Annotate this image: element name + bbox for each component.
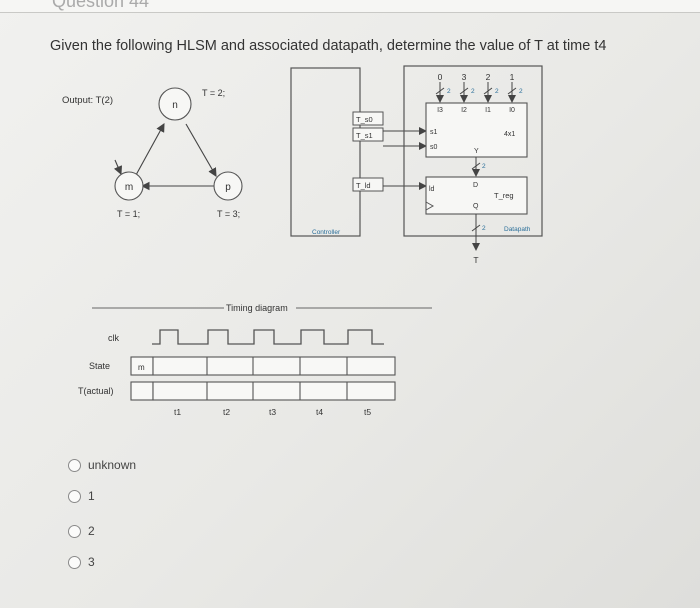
tactual-row <box>152 381 396 401</box>
reg-name: T_reg <box>494 191 514 200</box>
state-n-circle <box>158 87 192 121</box>
bus-slash-i1 <box>483 87 493 95</box>
controller-label: Controller <box>312 229 341 236</box>
mux-input-i1: I1 <box>485 107 491 114</box>
state-m-name: m <box>125 182 133 193</box>
initial-arrow <box>113 159 123 176</box>
state-row <box>152 356 396 376</box>
time-label-t5: t5 <box>364 407 371 417</box>
constant-1: 3 <box>462 72 467 82</box>
clk-waveform <box>152 329 384 345</box>
controller-box <box>290 67 361 237</box>
timing-title: Timing diagram <box>226 303 288 313</box>
radio-2[interactable] <box>68 524 81 538</box>
state-p-circle <box>213 171 243 201</box>
state-n-name: n <box>172 100 178 111</box>
constant-2: 2 <box>486 72 491 82</box>
header-bar: Question 44 <box>0 0 700 13</box>
clock-input-triangle <box>425 201 435 211</box>
state-p-name: p <box>225 182 231 193</box>
state-label: State <box>89 361 110 371</box>
bus-width-i1: 2 <box>495 88 499 95</box>
signal-label-s1: T_s1 <box>356 131 373 140</box>
constant-0: 0 <box>438 72 443 82</box>
mux-input-i0: I0 <box>509 107 515 114</box>
bus-slash-i0 <box>507 87 517 95</box>
bus-slash-y <box>471 162 481 170</box>
mux-input-i2: I2 <box>461 107 467 114</box>
time-label-t1: t1 <box>174 407 181 417</box>
bus-slash-t <box>471 224 481 232</box>
signal-label-ld: T_ld <box>356 181 371 190</box>
time-label-t4: t4 <box>316 407 323 417</box>
signal-label-s0: T_s0 <box>356 115 373 124</box>
radio-1[interactable] <box>68 489 81 503</box>
signal-box-ld <box>352 177 384 192</box>
radio-3[interactable] <box>68 555 81 569</box>
output-label: Output: T(2) <box>62 95 113 106</box>
datapath-label: Datapath <box>504 226 531 233</box>
tactual-label: T(actual) <box>78 386 114 396</box>
bus-width-i3: 2 <box>447 88 451 95</box>
signal-box-s1 <box>352 127 384 142</box>
mux-name: 4x1 <box>504 131 515 138</box>
clk-label: clk <box>108 333 119 343</box>
option-unknown[interactable]: unknown <box>68 458 136 472</box>
bus-width-i2: 2 <box>471 88 475 95</box>
question-text: Given the following HLSM and associated … <box>50 38 607 54</box>
bus-width-t: 2 <box>482 225 486 232</box>
bus-width-y: 2 <box>482 163 486 170</box>
reg-port-ld: ld <box>429 186 435 193</box>
radio-unknown[interactable] <box>68 458 81 472</box>
question-number: Question 44 <box>52 0 150 11</box>
mux-output-y: Y <box>474 148 479 155</box>
time-label-t3: t3 <box>269 407 276 417</box>
option-label-1: 1 <box>88 489 95 503</box>
option-label-3: 3 <box>88 555 95 569</box>
bus-slash-i2 <box>459 87 469 95</box>
reg-port-d: D <box>473 182 478 189</box>
reg-port-q: Q <box>473 203 479 210</box>
mux-select-s0: s0 <box>430 144 438 151</box>
state-n-action: T = 2; <box>202 88 225 98</box>
transition-m-to-n <box>135 123 165 176</box>
transition-n-to-p <box>185 123 217 177</box>
mux-box <box>425 102 528 158</box>
output-t-label: T <box>473 255 478 265</box>
tactual-cell-initial <box>130 381 154 401</box>
bus-slash-i3 <box>435 87 445 95</box>
signal-box-s0 <box>352 111 384 126</box>
bus-width-i0: 2 <box>519 88 523 95</box>
state-m-circle <box>114 171 144 201</box>
state-p-action: T = 3; <box>217 209 240 219</box>
mux-input-i3: I3 <box>437 107 443 114</box>
time-label-t2: t2 <box>223 407 230 417</box>
mux-select-s1: s1 <box>430 129 438 136</box>
option-label-unknown: unknown <box>88 458 137 472</box>
option-1[interactable]: 1 <box>68 489 95 503</box>
state-m-action: T = 1; <box>117 209 140 219</box>
option-label-2: 2 <box>88 524 95 538</box>
constant-3: 1 <box>510 72 515 82</box>
state-initial-value: m <box>138 363 145 372</box>
option-3[interactable]: 3 <box>68 555 95 569</box>
datapath-box <box>403 65 543 237</box>
option-2[interactable]: 2 <box>68 524 95 538</box>
